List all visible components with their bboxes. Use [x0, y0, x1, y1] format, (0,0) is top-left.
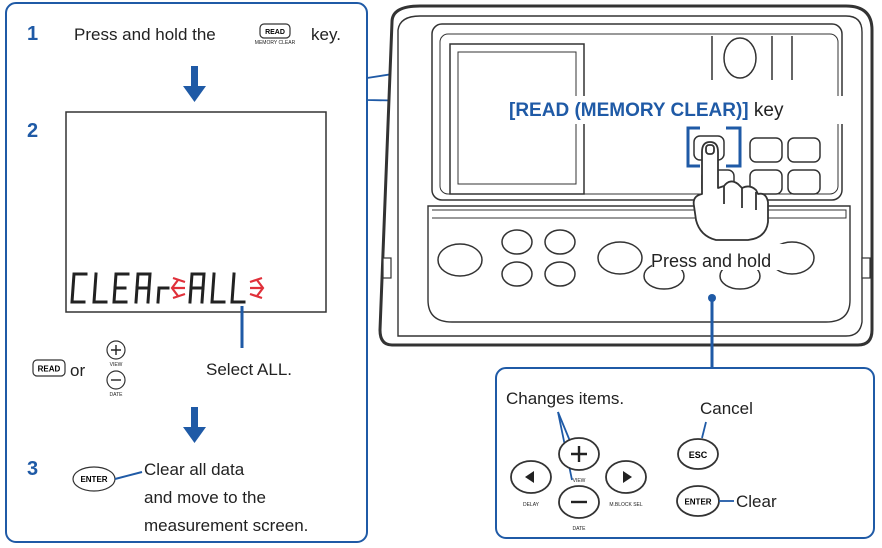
- step-3-line-1: Clear all data: [144, 460, 245, 479]
- step-1-number: 1: [27, 23, 38, 45]
- svg-text:READ: READ: [265, 29, 285, 36]
- svg-text:ESC: ESC: [689, 450, 708, 460]
- select-all-label: Select ALL.: [206, 360, 292, 379]
- enter-key-icon: ENTER: [72, 466, 116, 492]
- changes-items-label: Changes items.: [506, 389, 624, 408]
- svg-text:VIEW: VIEW: [573, 478, 586, 484]
- cancel-label: Cancel: [700, 399, 753, 418]
- svg-text:MEMORY CLEAR: MEMORY CLEAR: [255, 40, 296, 46]
- read-key-icon: READ MEMORY CLEAR: [255, 23, 296, 46]
- read-key-small-icon: READ: [32, 359, 66, 377]
- blink-marks-left: [170, 276, 186, 300]
- svg-text:VIEW: VIEW: [110, 362, 123, 368]
- svg-text:DELAY: DELAY: [523, 502, 540, 508]
- lcd-segment-display: [70, 272, 246, 304]
- step-3-line-3: measurement screen.: [144, 516, 308, 535]
- svg-text:ENTER: ENTER: [684, 498, 711, 507]
- svg-text:DATE: DATE: [110, 392, 124, 398]
- step-1-text: Press and hold the: [74, 25, 216, 44]
- pressing-hand-icon: [692, 141, 769, 241]
- svg-text:ENTER: ENTER: [80, 475, 107, 484]
- right-arrow-key: M.BLOCK SEL: [605, 460, 647, 508]
- step-3-number: 3: [27, 458, 38, 480]
- left-arrow-key: DELAY: [510, 460, 552, 508]
- step-1-text-key: key.: [311, 25, 341, 44]
- clear-label: Clear: [736, 492, 777, 511]
- plus-view-key: VIEW: [558, 437, 600, 484]
- arrow-down-icon-2: [183, 407, 206, 443]
- device-illustration: Press and hold: [378, 4, 874, 368]
- blink-marks-right: [249, 276, 265, 300]
- step-3-line-2: and move to the: [144, 488, 266, 507]
- plus-key-icon: VIEW: [106, 340, 126, 368]
- step-2-number: 2: [27, 120, 38, 142]
- lcd-screen: [65, 111, 327, 313]
- esc-key: ESC: [677, 438, 719, 470]
- svg-text:DATE: DATE: [573, 526, 587, 532]
- enter-key: ENTER: [676, 485, 720, 517]
- read-memory-clear-label: [READ (MEMORY CLEAR)] key: [509, 100, 784, 121]
- arrow-down-icon: [183, 66, 206, 102]
- press-and-hold-label: Press and hold: [651, 251, 771, 271]
- or-text: or: [70, 361, 85, 380]
- minus-key-icon: DATE: [106, 370, 126, 398]
- minus-date-key: DATE: [558, 485, 600, 532]
- svg-text:M.BLOCK SEL: M.BLOCK SEL: [609, 502, 643, 508]
- svg-text:READ: READ: [38, 365, 61, 374]
- enter-pointer-line: [114, 471, 143, 480]
